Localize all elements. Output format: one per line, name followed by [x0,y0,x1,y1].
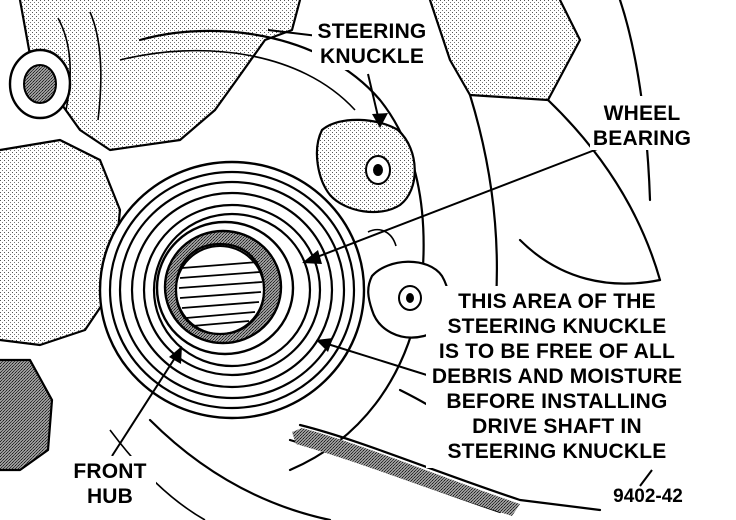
knuckle-left-lobe [0,140,120,345]
callout-front-hub: FRONT HUB [66,456,156,510]
callout-leaders [111,29,653,487]
front-hub-label-line1: FRONT [73,460,146,483]
area-note-line6: DRIVE SHAFT IN [472,415,642,438]
knuckle-body-right [430,0,580,100]
callout-area-note: THIS AREA OF THE STEERING KNUCKLE IS TO … [426,286,688,468]
front-hub-label-line2: HUB [87,485,133,508]
area-note-line4: DEBRIS AND MOISTURE [432,365,682,388]
area-note-line2: STEERING KNUCKLE [447,315,666,338]
area-note-line1: THIS AREA OF THE [458,290,656,313]
area-note-line7: STEERING KNUCKLE [447,440,666,463]
knuckle-illustration [0,0,662,520]
figure-number: 9402-42 [613,486,683,507]
steering-knuckle-label-line2: KNUCKLE [320,45,424,68]
knuckle-arm-upper-left [20,0,300,150]
front-hub [155,220,295,356]
area-note-line5: BEFORE INSTALLING [446,390,667,413]
callout-wheel-bearing: WHEEL BEARING [590,96,698,150]
steering-knuckle-label-line1: STEERING [318,20,427,43]
hub-splines [178,261,263,327]
callout-steering-knuckle: STEERING KNUCKLE [312,14,432,70]
wheel-bearing-label-line2: BEARING [593,127,691,150]
area-note-line3: IS TO BE FREE OF ALL [439,340,675,363]
knuckle-lower-arm [292,428,520,516]
knuckle-lower-pocket [0,360,52,470]
wheel-bearing-label-line1: WHEEL [604,102,681,125]
